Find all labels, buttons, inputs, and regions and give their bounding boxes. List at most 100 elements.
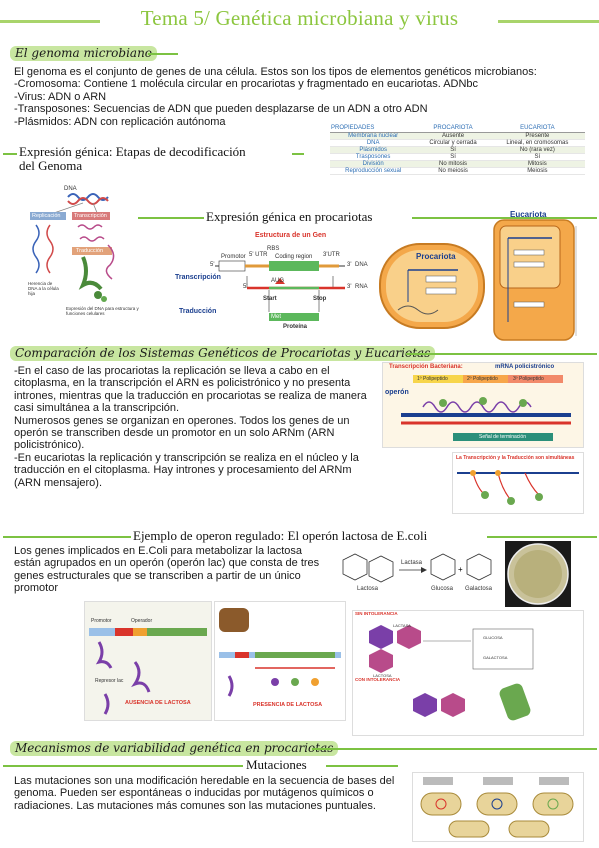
eucariota-cell-figure: Eucariota [492, 210, 584, 342]
title-underline-right [498, 20, 599, 23]
lac-presence-figure: PRESENCIA DE LACTOSA [214, 601, 346, 721]
mutaciones-line: genoma. Pueden ser espontáneas o inducid… [14, 787, 374, 800]
gene-aug-label: AUG [271, 278, 285, 284]
genoma-heading-line [148, 53, 178, 55]
sin-intolerancia-label: SIN INTOLERANCIA [355, 611, 398, 616]
policistronic-figure: Transcripción Bacteriana: mRNA policistr… [382, 362, 584, 448]
props-cell: Sí [489, 153, 585, 161]
gene-5prime-dna: 5' [210, 262, 215, 268]
genoma-heading: El genoma microbiano [10, 46, 158, 61]
pol1-label: 1º Polipeptido [417, 376, 448, 382]
expresion-heading-line2: del Genoma [19, 158, 83, 173]
lac-operador-label: Operador [131, 618, 153, 624]
operon-heading-line-right [487, 536, 597, 538]
props-cell: Ausente [416, 132, 490, 140]
comparacion-line: Numerosos genes se organizan en operones… [14, 414, 350, 427]
lac-represor-label: Represor lac [95, 678, 124, 684]
expresion-heading-line [3, 153, 17, 155]
operon-line: Los genes implicados en E.Coli para meta… [14, 545, 302, 557]
props-header: PROCARIOTA [416, 124, 490, 133]
properties-table: PROPIEDADES PROCARIOTA EUCARIOTA Membran… [330, 124, 585, 175]
props-header: EUCARIOTA [489, 124, 585, 133]
glucosa-label: Glucosa [431, 586, 454, 592]
gene-5utr-label: 5' UTR [249, 252, 268, 258]
eucariota-label: Eucariota [510, 210, 547, 219]
comparacion-line: citoplasma, en la transcripción el ARN e… [14, 377, 351, 390]
gene-3utr-label: 3'UTR [323, 252, 340, 258]
operon-text: Los genes implicados en E.Coli para meta… [14, 545, 319, 595]
gene-title: Estructura de un Gen [255, 232, 327, 239]
genoma-line: -Cromosoma: Contiene 1 molécula circular… [14, 78, 479, 91]
props-cell: Plásmidos [330, 146, 417, 154]
props-cell: Sí [416, 146, 490, 154]
operon-label: operón [385, 389, 409, 396]
pol3-label: 3º Polipeptido [513, 376, 544, 382]
genoma-line: El genoma es el conjunto de genes de una… [14, 66, 537, 78]
lac-promotor-label: Promotor [91, 618, 112, 624]
policistronic-title: Transcripción Bacteriana: [389, 364, 463, 370]
comparacion-line: (ARN mensajero). [14, 476, 103, 489]
lactosa-label: Lactosa [357, 586, 379, 592]
galactosa-label: Galactosa [465, 586, 493, 592]
operon-line: promotor [14, 582, 59, 595]
dogma-traduccion-label: Traducción [76, 248, 104, 254]
mutaciones-line-right [326, 765, 398, 767]
props-cell: Mitosis [489, 160, 585, 168]
comparacion-line: casi simultánea a la transcripción. [14, 402, 180, 415]
variabilidad-heading: Mecanismos de variabilidad genética en p… [10, 741, 339, 756]
gene-coding-label: Coding region [275, 254, 313, 260]
con-intolerancia-label: CON INTOLERANCIA [355, 677, 401, 682]
petri-dish-image [505, 541, 571, 607]
props-cell: Sí [416, 153, 490, 161]
lactasa-enzyme-label: Lactasa [401, 560, 423, 566]
dogma-dna-label: DNA [64, 186, 77, 192]
policistronic-title2: mRNA policistrónico [495, 364, 555, 370]
expresion-heading-line1: Expresión génica: Etapas de decodificaci… [19, 144, 246, 159]
props-cell: Reproducción sexual [330, 167, 417, 175]
svg-text:+: + [458, 565, 463, 574]
comparacion-text: -En el caso de las procariotas la replic… [14, 365, 367, 489]
gene-proteina-label: Proteína [283, 324, 308, 330]
operon-heading: Ejemplo de operon regulado: El operón la… [133, 528, 428, 544]
expresion-heading: Expresión génica: Etapas de decodificaci… [19, 145, 246, 173]
comparacion-heading: Comparación de los Sistemas Genéticos de… [10, 346, 436, 361]
procariotas-heading-line-left [138, 217, 204, 219]
central-dogma-figure: DNA Replicación Transcripción Traducción… [28, 185, 140, 330]
gene-promotor-label: Promotor [221, 254, 246, 260]
title-underline-left [0, 20, 100, 23]
procariota-label: Procariota [416, 252, 456, 261]
comparacion-heading-line [406, 353, 597, 355]
props-cell: División [330, 160, 417, 168]
props-cell: No mitosis [416, 160, 490, 168]
lac-absence-figure: Promotor Operador Represor lac AUSENCIA … [84, 601, 212, 721]
mutaciones-line: radiaciones. Las mutaciones más comunes … [14, 799, 376, 812]
genoma-line: -Virus: ADN o ARN [14, 90, 107, 103]
lac-ausencia-label: AUSENCIA DE LACTOSA [125, 700, 191, 706]
int-lactosa-label: LACTOSA [373, 673, 392, 678]
mutaciones-line: Las mutaciones son una modificación here… [14, 775, 395, 787]
pol2-label: 2º Polipeptido [467, 376, 498, 382]
page-title: Tema 5/ Genética microbiana y virus [140, 6, 459, 30]
gene-3prime-dna: 3' [347, 262, 352, 268]
gene-3prime-rna: 3' [347, 284, 352, 290]
gene-stop-label: Stop [313, 296, 327, 302]
gene-dna-label: DNA [355, 262, 368, 268]
intolerance-figure: SIN INTOLERANCIA CON INTOLERANCIA LACTAS… [352, 610, 584, 736]
props-cell: No (rara vez) [489, 146, 585, 154]
variabilidad-heading-line [312, 748, 597, 750]
procariota-cell-figure: Procariota [378, 232, 486, 332]
lac-presencia-label: PRESENCIA DE LACTOSA [253, 702, 323, 708]
gene-start-label: Start [263, 296, 277, 302]
gene-met-label: Met [271, 314, 282, 320]
procariotas-heading-line-right [412, 217, 597, 219]
simultaneous-title: La Transcripción y la Traducción son sim… [456, 455, 575, 461]
props-cell: DNA [330, 139, 417, 147]
gene-5prime-rna: 5' [243, 284, 248, 290]
lactose-reaction-figure: + Lactosa Lactasa Glucosa Galactosa [335, 548, 500, 596]
dogma-expresion-label: Expresión del DNA para estructura y func… [66, 306, 139, 316]
props-cell: No meiosis [416, 167, 490, 175]
operon-heading-line-left [3, 536, 131, 538]
gene-transcripcion-label: Transcripción [175, 274, 221, 281]
procariotas-heading: Expresión génica en procariotas [206, 209, 373, 225]
comparacion-line: intrones, mientras que la traducción en … [14, 389, 367, 402]
